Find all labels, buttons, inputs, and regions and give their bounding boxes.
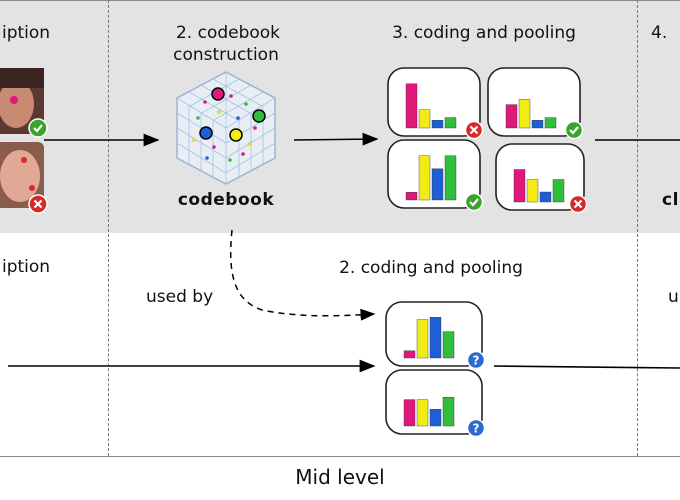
histogram-box <box>495 143 588 214</box>
histogram-box <box>387 67 484 140</box>
histogram-bar <box>418 155 431 201</box>
histogram-bar <box>416 319 429 359</box>
histogram-bar <box>416 399 429 427</box>
histogram-bar <box>442 397 455 427</box>
check-icon <box>564 120 584 140</box>
check-icon <box>464 192 484 212</box>
histogram-bar <box>444 155 457 201</box>
face-photo-1 <box>0 68 44 134</box>
histogram-bar <box>505 104 518 129</box>
used-by-right-label: u <box>668 287 679 307</box>
bottom-stage1-label: iption <box>2 257 51 277</box>
arrow-codebook-to-coding <box>293 132 379 146</box>
histogram-box <box>487 67 584 140</box>
top-stage4-caption: cl <box>662 190 679 210</box>
level-label: Mid level <box>295 465 385 489</box>
histogram-bar <box>405 83 418 129</box>
histogram-box: ? <box>385 301 486 370</box>
histogram-bar <box>444 117 457 129</box>
used-by-label: used by <box>146 287 214 307</box>
top-stage4-label: 4. <box>651 23 668 43</box>
bottom-panel <box>0 233 680 457</box>
svg-text:?: ? <box>473 354 480 368</box>
histogram-bar <box>513 169 526 203</box>
top-stage2-label-line1: 2. codebook <box>175 23 281 43</box>
histogram-bar <box>403 350 416 359</box>
check-icon <box>28 118 48 138</box>
codebook-cube-icon <box>176 71 276 185</box>
histogram-bar <box>431 119 444 129</box>
question-icon: ? <box>466 350 486 370</box>
histogram-bar <box>403 399 416 427</box>
arrow-bottom-output <box>493 365 680 369</box>
top-stage1-label: iption <box>2 23 51 43</box>
face-photo-2 <box>0 142 44 208</box>
histogram-bar <box>544 117 557 129</box>
histogram-bar <box>405 191 418 201</box>
histogram-bar <box>431 168 444 201</box>
question-icon: ? <box>466 418 486 438</box>
histogram-bar <box>442 331 455 359</box>
histogram-bar <box>526 179 539 203</box>
cross-icon <box>568 194 588 214</box>
divider-right <box>637 0 638 456</box>
histogram-bar <box>539 191 552 203</box>
svg-text:?: ? <box>473 422 480 436</box>
arrow-used-by <box>229 229 376 321</box>
cross-icon <box>464 120 484 140</box>
bottom-stage2-label: 2. coding and pooling <box>339 258 523 278</box>
divider-left <box>108 0 109 456</box>
histogram-box: ? <box>385 369 486 438</box>
histogram-bar <box>429 409 442 427</box>
histogram-box <box>387 139 484 212</box>
codebook-caption: codebook <box>177 190 275 210</box>
histogram-bar <box>418 109 431 129</box>
histogram-bar <box>552 179 565 203</box>
cross-icon <box>28 194 48 214</box>
histogram-bar <box>518 99 531 129</box>
top-stage3-label: 3. coding and pooling <box>392 23 576 43</box>
histogram-bar <box>429 317 442 359</box>
top-stage2-label-line2: construction <box>173 45 279 65</box>
histogram-bar <box>531 119 544 129</box>
